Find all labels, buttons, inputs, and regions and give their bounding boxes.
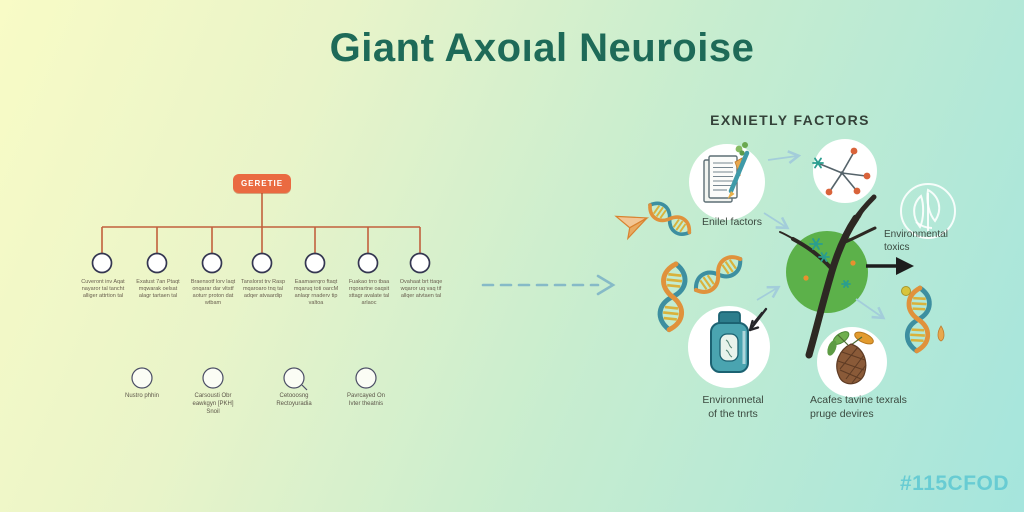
secondary-node-circles: [131, 367, 377, 391]
genetic-root-box: GERETIE: [233, 174, 291, 193]
page-title: Giant Axoıal Neuroise: [329, 26, 755, 70]
tree-connector-lines: [101, 193, 421, 253]
pinecone-label: Acafes tavine texrals pruge devires: [810, 394, 907, 420]
secondary-label: Nustro phhin: [124, 393, 160, 399]
document-pencil-icon: [689, 142, 765, 220]
pinecone-icon: [817, 327, 887, 397]
tree-branch-icon: [779, 194, 877, 359]
document-label: Enilel factors: [701, 216, 763, 228]
relation-arrows: [756, 150, 886, 320]
branch-node-circles: [91, 252, 431, 274]
paper-plane-icon: [614, 215, 650, 241]
output-arrow-icon: [866, 257, 914, 275]
dna-helix-icon: [658, 263, 686, 331]
dna-accents: [901, 286, 945, 342]
molecule-icon: [812, 139, 877, 203]
right-panel-heading: EXNIETLY FACTORS: [710, 112, 870, 128]
leaf-emblem-icon: [900, 183, 956, 239]
bottle-label: Environmetal of the tnrts: [702, 394, 764, 420]
dna-helix-icon: [906, 287, 930, 351]
watermark-code: #115CFOD: [900, 472, 1010, 495]
dashed-arrow: [481, 274, 616, 296]
toxics-label: Environmental toxics: [884, 229, 948, 253]
dna-helix-icon: [691, 252, 745, 297]
sparkle-icon: [809, 238, 851, 288]
bottle-icon: [688, 306, 770, 388]
sketch-arrow-icon: [748, 307, 768, 332]
